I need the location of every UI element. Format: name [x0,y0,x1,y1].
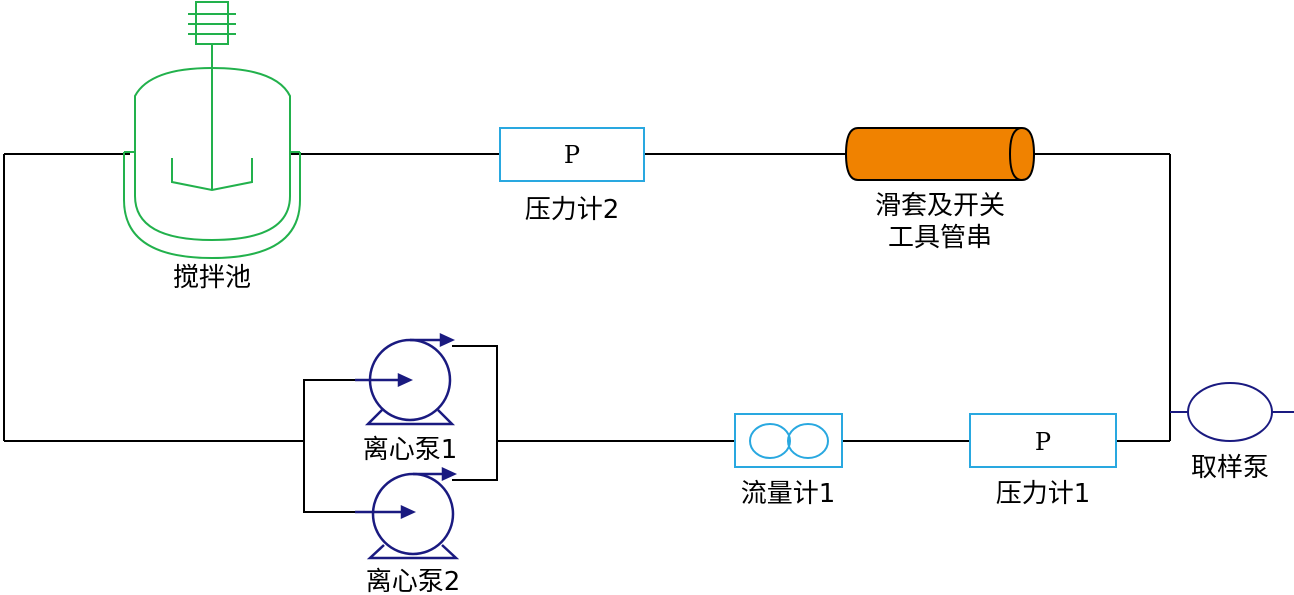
tool-string-label-line2: 工具管串 [888,223,992,253]
pressure-gauge-2-label: 压力计2 [525,195,620,225]
sampling-pump [1170,382,1294,442]
pipe-pump-outlet-manifold [452,345,498,481]
labels: 搅拌池 压力计2 滑套及开关 工具管串 离心泵1 离心泵2 流量计1 压力计1 … [173,191,1269,595]
pressure-gauge-1: P [969,413,1117,468]
flowmeter-1 [734,413,843,468]
tool-string-label-line1: 滑套及开关 [875,191,1005,221]
sampling-pump-body [1187,382,1273,442]
tool-string [844,127,1036,181]
tank-jacket [123,152,301,260]
flowmeter-1-rotor-right [787,423,829,459]
flowmeter-1-rotor-left [749,423,791,459]
tank-vessel [134,66,291,242]
pump-2-label: 离心泵2 [366,567,461,595]
stirring-tank [123,1,301,260]
tool-string-end-cap [1008,127,1023,181]
pump-2-outlet-arrow [441,467,458,481]
pump-2-inlet-arrow [400,505,417,519]
sampling-pump-label: 取样泵 [1191,453,1269,483]
pump-1-outlet-arrow [439,333,456,347]
pipelines [3,153,1171,513]
pressure-gauge-2: P [499,127,645,182]
pump-2-base [366,544,460,560]
pressure-gauge-2-body [499,127,645,182]
pump-1-label: 离心泵1 [363,435,458,465]
pump-2-casing [371,472,455,556]
centrifugal-pump-2 [355,467,460,560]
pump-1-inlet-arrow [397,373,414,387]
pump-1-base [364,409,456,426]
tank-label: 搅拌池 [173,263,251,293]
tool-string-body [844,127,1036,181]
pipe-pump-inlet-manifold [303,379,355,513]
stirrer-impeller [171,158,253,192]
flowmeter-1-label: 流量计1 [741,479,836,509]
pressure-gauge-1-label: 压力计1 [996,479,1091,509]
pressure-gauge-1-symbol: P [1035,428,1051,456]
pressure-gauge-2-symbol: P [564,141,580,169]
pressure-gauge-1-body [969,413,1117,468]
centrifugal-pump-1 [355,333,456,426]
